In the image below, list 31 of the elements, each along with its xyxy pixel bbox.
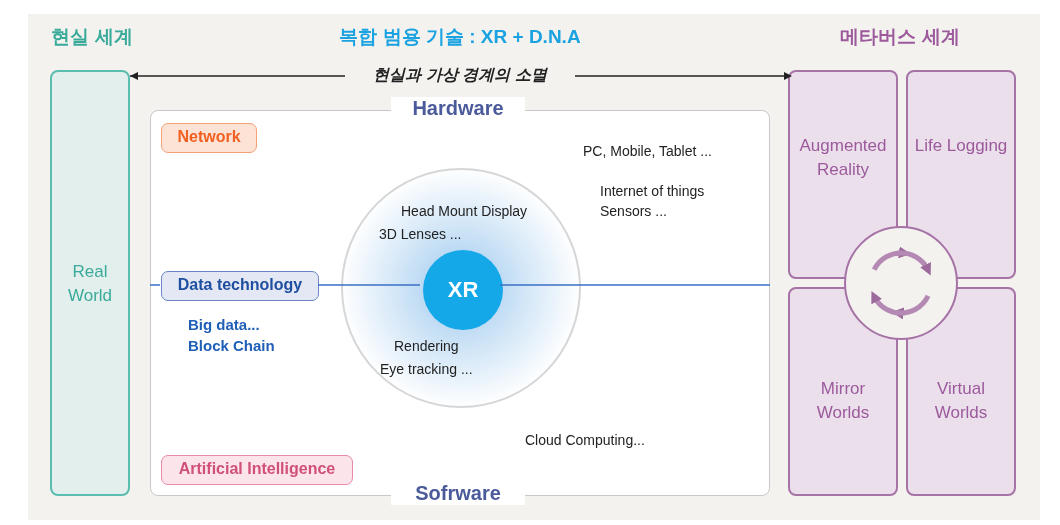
cycle-arrow	[871, 291, 906, 316]
box-label: Real World	[66, 261, 114, 307]
box-label: Mirror Worlds	[815, 378, 871, 424]
connector-line	[317, 284, 421, 286]
tag-label: Data technology	[176, 276, 304, 294]
panel-heading: Sofrware	[391, 482, 525, 505]
tag-label: Network	[176, 128, 242, 146]
title: 복합 범용 기술 : XR + D.N.A	[338, 25, 582, 49]
quadrant-box	[906, 70, 1016, 279]
tag-label: Artificial Intelligence	[177, 460, 337, 478]
column-heading: 메타버스 세계	[839, 25, 961, 49]
note-text: Big data... Block Chain	[188, 315, 276, 356]
box-label: Virtual Worlds	[933, 378, 989, 424]
connector-line	[149, 284, 161, 286]
box-label: Augmented Reality	[798, 135, 888, 181]
quadrant-box	[788, 287, 898, 496]
connector-line	[499, 284, 771, 286]
circle-label: XR	[446, 277, 480, 303]
edge-label: 현실과 가상 경계의 소멸	[345, 65, 575, 86]
tag-box	[161, 455, 353, 485]
cycle-arrow	[897, 250, 931, 276]
note-text: Cloud Computing...	[525, 432, 645, 448]
circle-text: Rendering Eye tracking ...	[380, 337, 474, 379]
note-text: Internet of things Sensors ...	[600, 182, 706, 221]
circle-text: Head Mount Display 3D Lenses ...	[379, 202, 529, 244]
tag-box	[161, 123, 257, 153]
quadrant-box	[788, 70, 898, 279]
quadrant-box	[906, 287, 1016, 496]
column-heading: 현실 세계	[50, 25, 134, 49]
box-label: Life Logging	[913, 135, 1009, 157]
note-text: PC, Mobile, Tablet ...	[583, 143, 712, 159]
